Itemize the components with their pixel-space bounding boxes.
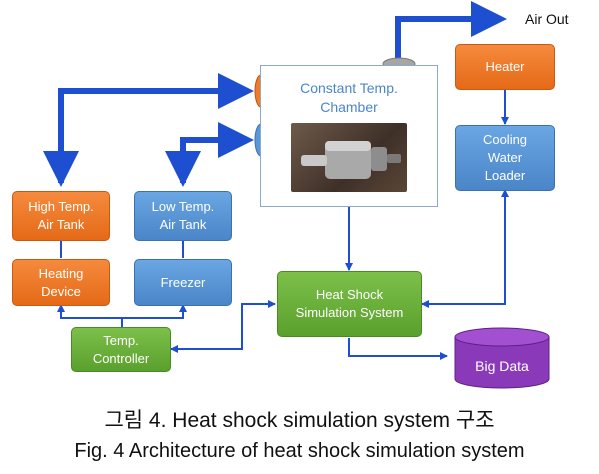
low-tank-label-line2: Air Tank (159, 217, 207, 232)
cooling-label-line1: Cooling (482, 132, 528, 147)
cooling-label-line2: Water (487, 150, 523, 165)
low-temp-air-tank-box: Low Temp. Air Tank (134, 191, 232, 241)
heat-shock-label-line2: Simulation System (295, 305, 404, 320)
cooling-water-loader-box: Cooling Water Loader (455, 125, 555, 191)
heat-shock-label-line1: Heat Shock (315, 287, 384, 302)
controller-to-heatshock (170, 300, 276, 353)
heating-device-label-line1: Heating (38, 265, 84, 281)
temp-controller-label-line1: Temp. (103, 332, 139, 348)
big-data-database (454, 327, 550, 389)
heatshock-to-cooling (421, 189, 509, 308)
low-temp-supply-pipe (180, 122, 254, 183)
big-data-label: Big Data (475, 358, 529, 374)
freezer-label: Freezer (160, 274, 206, 290)
heater-box: Heater (455, 44, 555, 90)
high-temp-air-tank-box: High Temp. Air Tank (12, 191, 110, 241)
temp-controller-box: Temp. Controller (71, 327, 171, 372)
heating-freezer-bus (57, 304, 187, 319)
high-tank-label-line2: Air Tank (37, 217, 85, 232)
constant-temp-chamber: Constant Temp. Chamber (260, 65, 438, 207)
chamber-title-line1: Constant Temp. (300, 80, 398, 96)
air-out-label: Air Out (525, 11, 569, 27)
low-tank-label-line1: Low Temp. (151, 199, 215, 214)
heater-label: Heater (485, 59, 525, 74)
freezer-box: Freezer (134, 259, 232, 306)
heating-device-box: Heating Device (12, 259, 110, 306)
rotor-photo (291, 123, 407, 192)
chamber-title-line2: Chamber (320, 99, 378, 115)
cooling-label-line3: Loader (484, 168, 526, 183)
caption-korean: 그림 4. Heat shock simulation system 구조 (104, 409, 495, 432)
caption-english: Fig. 4 Architecture of heat shock simula… (74, 440, 525, 462)
heating-device-label-line2: Device (41, 283, 81, 299)
heat-shock-simulation-system-box: Heat Shock Simulation System (277, 271, 422, 337)
heatshock-to-bigdata (348, 338, 448, 360)
air-out-pipe (395, 1, 507, 58)
high-tank-label-line1: High Temp. (28, 199, 94, 214)
temp-controller-label-line2: Controller (92, 350, 150, 366)
